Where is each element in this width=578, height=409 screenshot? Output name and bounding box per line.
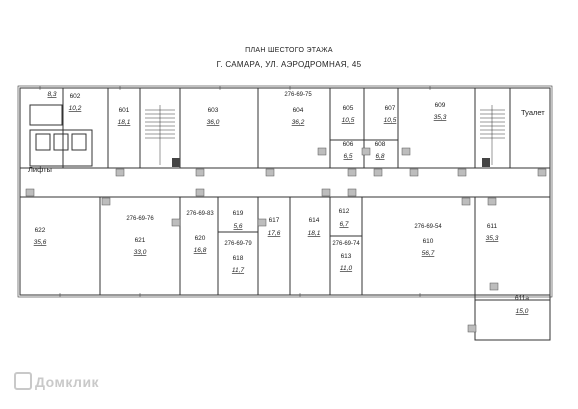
outer-wall bbox=[19, 87, 551, 296]
room-area: 36,2 bbox=[292, 119, 305, 126]
room-number: 611а bbox=[515, 295, 529, 302]
room-area: 15,0 bbox=[516, 308, 529, 315]
room-area: 18,1 bbox=[308, 230, 321, 237]
room-number: 610 bbox=[423, 238, 434, 245]
watermark-text: Домклик bbox=[35, 374, 100, 390]
room-number: 617 bbox=[269, 217, 280, 224]
room-number: 621 bbox=[135, 237, 146, 244]
room-area: 5,6 bbox=[233, 223, 242, 230]
home-logo-icon bbox=[14, 372, 32, 390]
room-number: 604 bbox=[293, 107, 304, 114]
room-number: 622 bbox=[35, 227, 46, 234]
room-area: 16,8 bbox=[194, 247, 207, 254]
room-area: 10,5 bbox=[384, 117, 397, 124]
room-number: 603 bbox=[208, 107, 219, 114]
room-number: 607 bbox=[385, 105, 396, 112]
elevator-shaft-markers bbox=[172, 158, 490, 167]
phone-number: 276-69-83 bbox=[186, 211, 214, 217]
room-area: 8,3 bbox=[47, 91, 56, 98]
room-number: 608 bbox=[375, 141, 386, 148]
room-area: 6,8 bbox=[375, 153, 384, 160]
toilet-label: Туалет bbox=[521, 108, 545, 117]
room-number: 605 bbox=[343, 105, 354, 112]
room-area: 17,6 bbox=[268, 230, 281, 237]
room-number: 620 bbox=[195, 235, 206, 242]
phone-number: 276-69-76 bbox=[126, 216, 154, 222]
room-number: 602 bbox=[70, 93, 81, 100]
room-area: 11,7 bbox=[232, 267, 245, 274]
plan-title: ПЛАН ШЕСТОГО ЭТАЖА bbox=[245, 47, 333, 54]
room-area: 10,5 bbox=[342, 117, 355, 124]
room-number: 606 bbox=[343, 141, 354, 148]
room-area: 56,7 bbox=[422, 250, 435, 257]
room-number: 614 bbox=[309, 217, 320, 224]
room-number: 612 bbox=[339, 208, 350, 215]
room-number: 601 bbox=[119, 107, 130, 114]
room-area: 33,0 bbox=[134, 249, 147, 256]
room-area: 11,0 bbox=[340, 265, 353, 272]
room-area: 6,5 bbox=[343, 153, 352, 160]
phone-labels: 276-69-75 276-69-76 276-69-83 276-69-79 276-… bbox=[126, 92, 442, 247]
phone-number: 276-69-79 bbox=[224, 241, 252, 247]
room-number: 618 bbox=[233, 255, 244, 262]
room-labels: 602 10,2 8,3 601 18,1 603 36,0 604 36,2 605 10,5 60… bbox=[34, 91, 530, 315]
plan-address: Г. САМАРА, УЛ. АЭРОДРОМНАЯ, 45 bbox=[216, 60, 362, 69]
room-number: 609 bbox=[435, 102, 446, 109]
room-number: 611 bbox=[487, 223, 498, 230]
room-number: 613 bbox=[341, 253, 352, 260]
door-markers bbox=[25, 147, 547, 333]
phone-number: 276-69-54 bbox=[414, 224, 442, 230]
room-number: 619 bbox=[233, 210, 244, 217]
room-area: 6,7 bbox=[339, 221, 348, 228]
phone-number: 276-69-74 bbox=[332, 241, 360, 247]
room-area: 10,2 bbox=[69, 105, 82, 112]
room-area: 35,3 bbox=[434, 114, 447, 121]
room-area: 36,0 bbox=[207, 119, 220, 126]
lifts-label: Лифты bbox=[28, 165, 52, 174]
watermark: Домклик bbox=[14, 372, 99, 390]
room-area: 18,1 bbox=[118, 119, 131, 126]
room-area: 35,3 bbox=[486, 235, 499, 242]
room-area: 35,6 bbox=[34, 239, 47, 246]
phone-number: 276-69-75 bbox=[284, 92, 312, 98]
